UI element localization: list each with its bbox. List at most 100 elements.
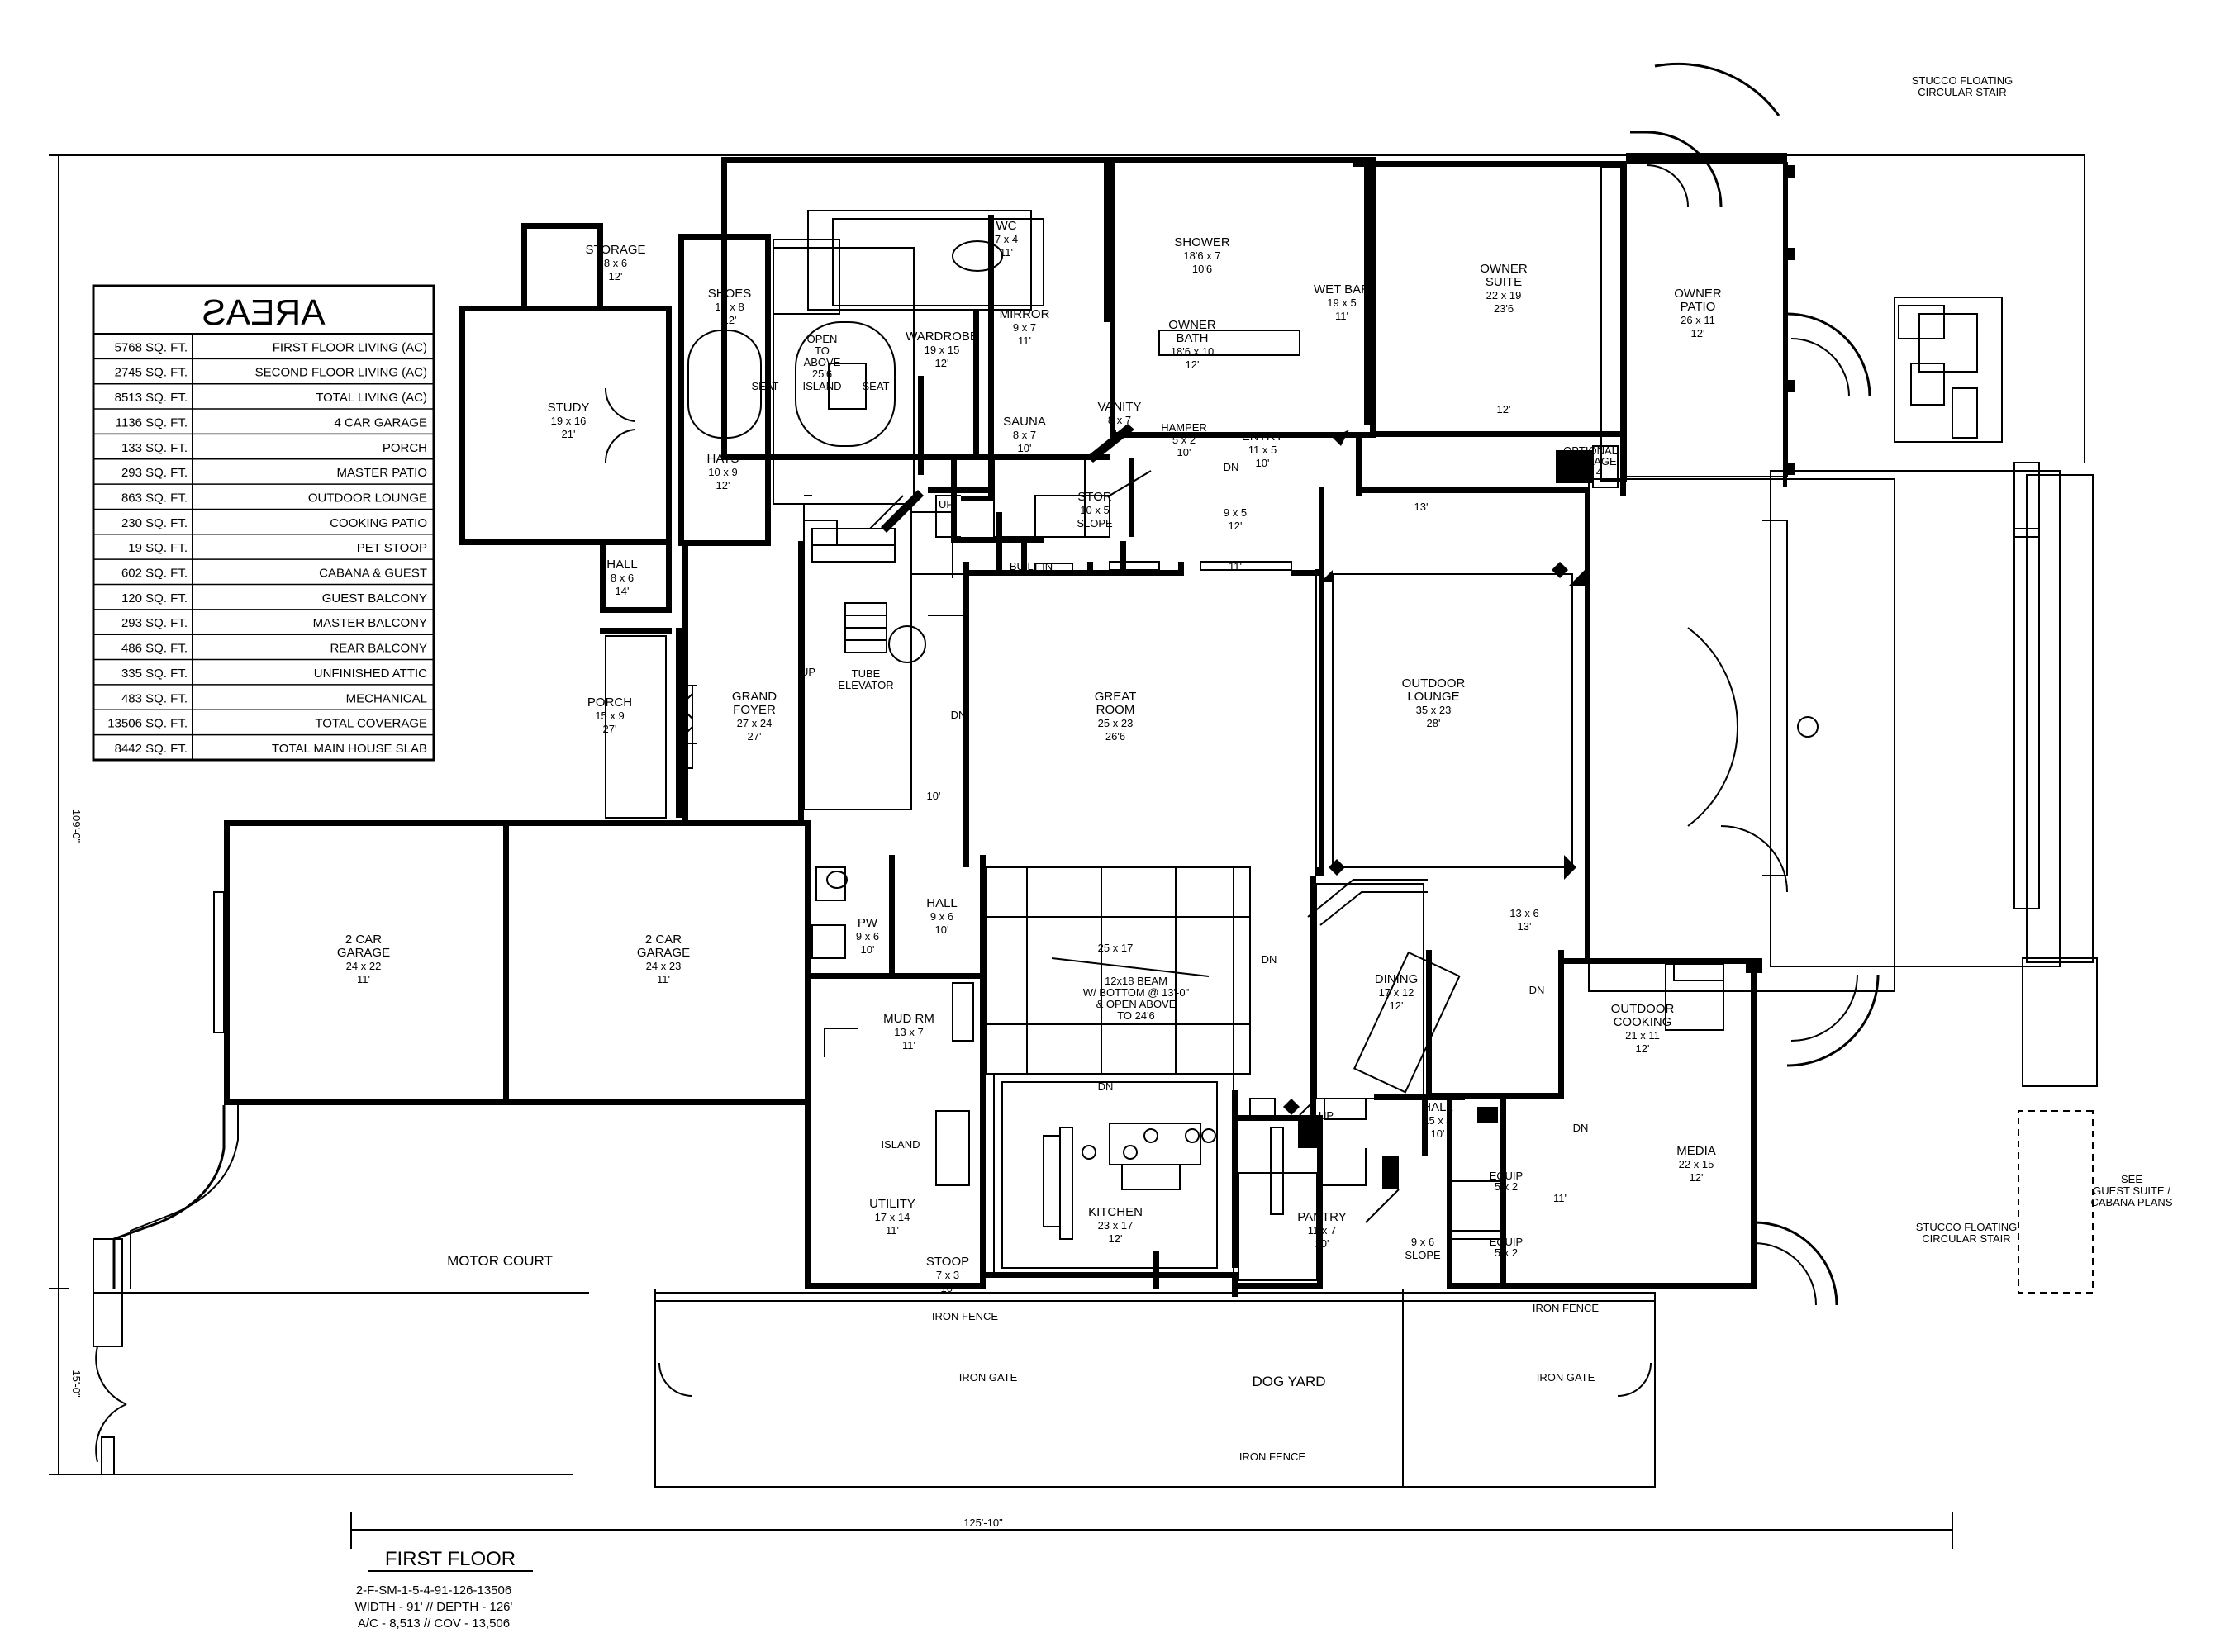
svg-text:13 x 6: 13 x 6 bbox=[1509, 907, 1538, 919]
room-wc: WC7 x 411' bbox=[995, 219, 1018, 259]
svg-text:19 x 5: 19 x 5 bbox=[1327, 297, 1356, 309]
svg-text:ENTRY: ENTRY bbox=[1242, 430, 1284, 444]
up-label-3: UP bbox=[1319, 1109, 1334, 1122]
svg-text:OUTDOOR: OUTDOOR bbox=[1611, 1002, 1675, 1016]
svg-text:LOUNGE: LOUNGE bbox=[1407, 690, 1459, 704]
svg-text:DINING: DINING bbox=[1375, 972, 1419, 986]
plan-width-depth: WIDTH - 91' // DEPTH - 126' bbox=[355, 1600, 513, 1614]
areas-row-value: 133 SQ. FT. bbox=[121, 441, 188, 455]
svg-text:EQUIP: EQUIP bbox=[1490, 1170, 1523, 1182]
svg-text:22 x 15: 22 x 15 bbox=[1679, 1158, 1714, 1170]
svg-text:17 x 14: 17 x 14 bbox=[875, 1211, 910, 1223]
svg-text:ELEVATOR: ELEVATOR bbox=[838, 679, 893, 691]
svg-text:25 x 23: 25 x 23 bbox=[1098, 717, 1134, 729]
areas-row-label: PET STOOP bbox=[357, 541, 427, 555]
svg-text:10': 10' bbox=[935, 923, 949, 936]
svg-text:SUITE: SUITE bbox=[1486, 275, 1522, 289]
svg-text:STORAGE: STORAGE bbox=[1564, 455, 1617, 468]
areas-title: AREAS bbox=[202, 292, 325, 333]
up-label-2: UP bbox=[801, 666, 815, 678]
yard-depth-label: 15'-0" bbox=[70, 1370, 83, 1398]
plan-drawing bbox=[49, 62, 2098, 1549]
svg-text:& OPEN ABOVE: & OPEN ABOVE bbox=[1096, 998, 1177, 1010]
areas-row-label: MASTER BALCONY bbox=[313, 616, 427, 630]
svg-text:23 x 17: 23 x 17 bbox=[1098, 1219, 1134, 1232]
dn-label-4: DN bbox=[1098, 1080, 1114, 1093]
svg-text:GARAGE: GARAGE bbox=[337, 946, 390, 960]
svg-text:12': 12' bbox=[723, 314, 737, 326]
title-block: FIRST FLOOR 2-F-SM-1-5-4-91-126-13506 WI… bbox=[355, 1548, 533, 1631]
areas-row-value: 483 SQ. FT. bbox=[121, 691, 188, 705]
areas-row-value: 13506 SQ. FT. bbox=[107, 717, 188, 731]
areas-row-label: CABANA & GUEST bbox=[319, 567, 427, 581]
areas-row-label: GUEST BALCONY bbox=[322, 591, 427, 605]
svg-text:10': 10' bbox=[927, 790, 941, 802]
svg-text:GARAGE: GARAGE bbox=[637, 946, 690, 960]
svg-text:11': 11' bbox=[1018, 335, 1031, 347]
svg-text:13': 13' bbox=[1414, 501, 1429, 513]
svg-text:27': 27' bbox=[748, 730, 762, 743]
svg-text:25 x 17: 25 x 17 bbox=[1098, 942, 1134, 954]
svg-text:PANTRY: PANTRY bbox=[1297, 1210, 1346, 1224]
svg-text:KITCHEN: KITCHEN bbox=[1088, 1205, 1143, 1219]
areas-row-value: 2745 SQ. FT. bbox=[115, 366, 188, 380]
dn-label-1: DN bbox=[951, 709, 967, 721]
areas-row-label: PORCH bbox=[383, 441, 427, 455]
svg-text:11': 11' bbox=[357, 973, 370, 985]
areas-table: AREAS FIRST FLOOR LIVING (AC)5768 SQ. FT… bbox=[92, 284, 435, 762]
svg-text:10 x 9: 10 x 9 bbox=[708, 466, 737, 478]
areas-row-value: 293 SQ. FT. bbox=[121, 466, 188, 480]
areas-row-label: MASTER PATIO bbox=[337, 466, 427, 480]
study-block bbox=[459, 215, 994, 819]
stair-arrows: UP UP UP DN DN DN DN DN DN bbox=[801, 461, 1588, 1134]
plan-code: 2-F-SM-1-5-4-91-126-13506 bbox=[356, 1583, 511, 1597]
svg-text:19 x 15: 19 x 15 bbox=[925, 344, 960, 356]
svg-text:9 x 6: 9 x 6 bbox=[1411, 1236, 1434, 1248]
svg-text:SHOWER: SHOWER bbox=[1174, 235, 1230, 249]
svg-text:OWNER: OWNER bbox=[1674, 287, 1722, 301]
motor-court-label: MOTOR COURT bbox=[447, 1253, 553, 1269]
dining-media-zone bbox=[1249, 876, 1762, 1289]
owner-wing bbox=[721, 157, 1376, 576]
svg-text:10': 10' bbox=[1177, 446, 1191, 458]
svg-text:9 x 6: 9 x 6 bbox=[930, 910, 953, 923]
utility-island-label: ISLAND bbox=[882, 1138, 920, 1151]
svg-text:15 x 9: 15 x 9 bbox=[595, 710, 624, 722]
dn-label-2: DN bbox=[1224, 461, 1239, 473]
svg-text:11 x 7: 11 x 7 bbox=[1308, 1224, 1336, 1237]
svg-text:23'6: 23'6 bbox=[1494, 302, 1514, 315]
svg-text:BATH: BATH bbox=[1177, 331, 1209, 345]
areas-row-label: TOTAL MAIN HOUSE SLAB bbox=[272, 742, 427, 756]
room-stor-2: 9 x 512' bbox=[1224, 506, 1247, 532]
wardrobe-seat-right: SEAT bbox=[863, 380, 890, 392]
svg-text:15 x 4: 15 x 4 bbox=[1423, 1114, 1452, 1127]
svg-text:CIRCULAR STAIR: CIRCULAR STAIR bbox=[1922, 1232, 2010, 1245]
areas-row-label: TOTAL COVERAGE bbox=[315, 717, 427, 731]
svg-text:12': 12' bbox=[1109, 1232, 1123, 1245]
svg-text:9 x 7: 9 x 7 bbox=[1013, 321, 1036, 334]
svg-text:MEDIA: MEDIA bbox=[1676, 1144, 1716, 1158]
